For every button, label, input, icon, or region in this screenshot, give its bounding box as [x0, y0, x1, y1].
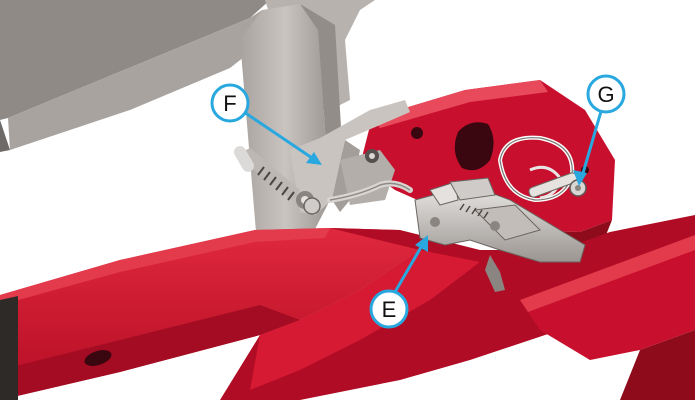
- latch-assembly: [414, 177, 586, 292]
- hitch-pin-assembly: [497, 135, 587, 203]
- spring-rod: [234, 146, 321, 215]
- callout-e: E: [369, 235, 428, 329]
- bolt-hole: [411, 127, 423, 139]
- beam-slot: [84, 350, 112, 366]
- callout-f: F: [210, 83, 322, 165]
- callout-e-label: E: [382, 297, 397, 322]
- callout-f-circle: [210, 83, 250, 123]
- callout-e-arrowhead: [415, 235, 428, 252]
- callout-e-leader: [393, 241, 426, 293]
- red-frame: [0, 80, 695, 400]
- mounting-bracket: [290, 100, 410, 215]
- callout-e-circle: [369, 289, 409, 329]
- callout-g-label: G: [597, 82, 614, 107]
- callout-g: G: [573, 74, 626, 186]
- callout-g-circle: [586, 74, 626, 114]
- callout-g-arrowhead: [573, 170, 587, 186]
- callout-f-label: F: [223, 91, 236, 116]
- callout-g-leader: [579, 107, 604, 181]
- mounting-slot: [454, 122, 494, 171]
- callout-f-arrowhead: [306, 152, 322, 165]
- callout-f-leader: [243, 110, 319, 164]
